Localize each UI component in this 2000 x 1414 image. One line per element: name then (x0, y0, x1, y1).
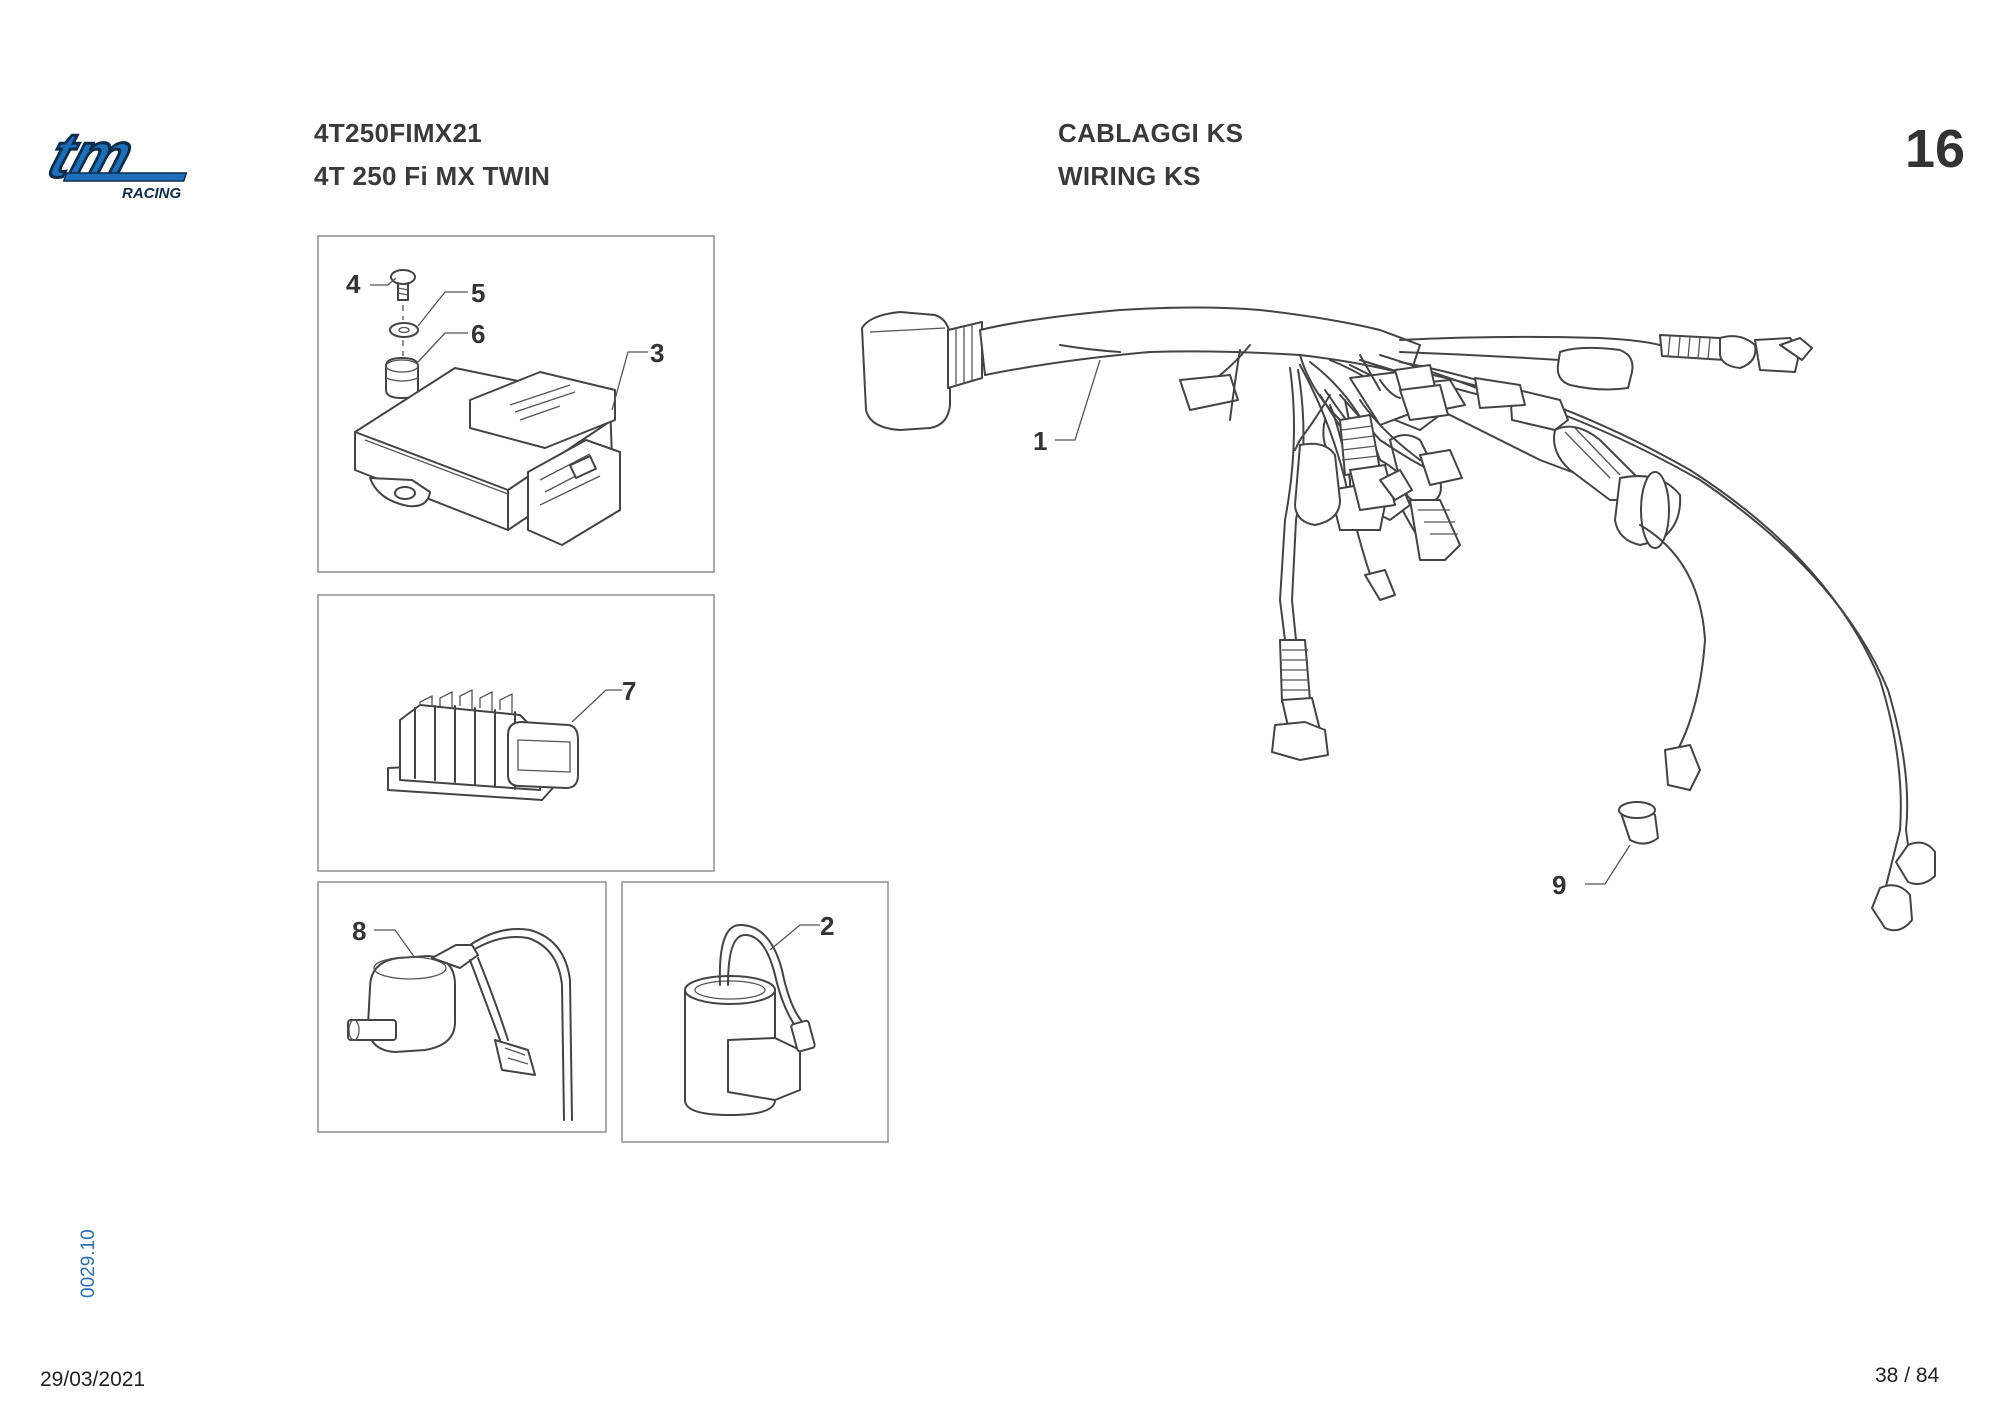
callout-5: 5 (471, 278, 485, 308)
document-code: 0029.10 (78, 1229, 99, 1298)
panel-pickup (621, 881, 889, 1143)
tm-racing-logo-icon: tm RACING (39, 118, 188, 202)
page-counter: 38 / 84 (1875, 1364, 1940, 1387)
table-number: 16 (1905, 119, 1966, 179)
model-code: 4T250FIMX21 (314, 118, 483, 148)
callout-9: 9 (1552, 870, 1566, 900)
callout-6: 6 (471, 319, 485, 349)
main-harness-drawing (861, 306, 1936, 932)
section-title-it: CABLAGGI KS (1058, 118, 1244, 148)
ignition-coil-drawing (347, 928, 573, 1121)
section-title-en: WIRING KS (1058, 161, 1201, 191)
callout-1: 1 (1033, 426, 1047, 456)
callout-8: 8 (352, 916, 366, 946)
logo-sub: RACING (122, 185, 181, 202)
model-name: 4T 250 Fi MX TWIN (314, 161, 551, 191)
regulator-drawing (387, 688, 579, 801)
panel-regulator (317, 594, 715, 872)
callout-4: 4 (346, 269, 361, 299)
cap-drawing (1618, 801, 1659, 845)
pickup-sensor-drawing (684, 924, 816, 1116)
panel-ignition-coil (317, 881, 607, 1133)
callout-2: 2 (820, 911, 834, 941)
callout-3: 3 (650, 338, 664, 368)
ecu-drawing (354, 269, 621, 546)
brand-logo: tm RACING (39, 118, 214, 205)
panel-ecu (317, 235, 715, 573)
callout-7: 7 (622, 676, 636, 706)
print-date: 29/03/2021 (40, 1368, 146, 1391)
